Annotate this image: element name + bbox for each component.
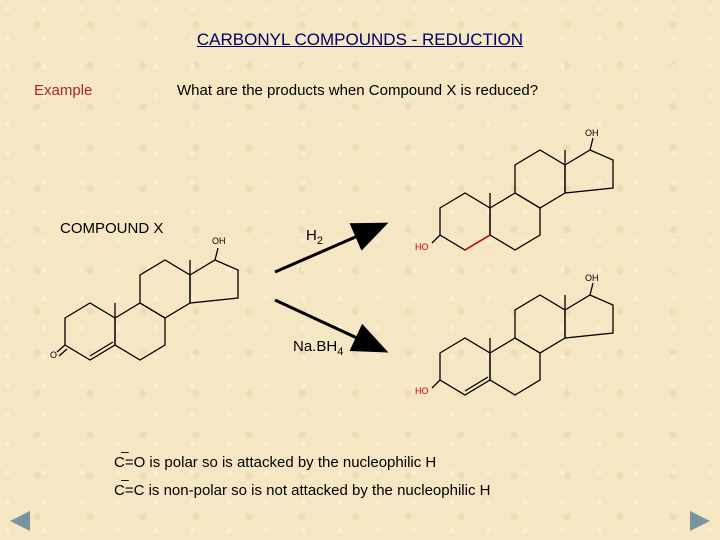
compound-x-o-label: O xyxy=(50,350,57,360)
reagent-nabh4-sub: 4 xyxy=(337,346,344,358)
arrow-h2 xyxy=(274,222,389,274)
example-label: Example xyxy=(34,82,93,99)
product-nabh4-oh-label: OH xyxy=(585,273,599,283)
product-nabh4-ho-label: HO xyxy=(415,386,429,396)
product-h2-oh-label: OH xyxy=(585,128,599,138)
product-h2-ho-label: HO xyxy=(415,242,429,252)
statement-nonpolar-text: C=C is non-polar so is not attacked by t… xyxy=(114,482,490,499)
reagent-h2-sub: 2 xyxy=(316,235,323,247)
slide-title: CARBONYL COMPOUNDS - REDUCTION xyxy=(196,30,524,49)
statement-polar-text: C=O is polar so is attacked by the nucle… xyxy=(114,454,436,471)
previous-slide-button[interactable] xyxy=(10,511,30,531)
arrow-nabh4 xyxy=(274,298,389,353)
reagent-nabh4-main: Na.BH xyxy=(293,338,338,355)
statement-nonpolar: C=C is non-polar so is not attacked by t… xyxy=(114,482,490,499)
product-h2-structure xyxy=(431,137,614,251)
reagent-h2: H2 xyxy=(306,227,323,247)
compound-x-oh-label: OH xyxy=(212,236,226,246)
compound-x-structure xyxy=(56,247,239,361)
statement-polar: C=O is polar so is attacked by the nucle… xyxy=(114,454,436,471)
question-text: What are the products when Compound X is… xyxy=(177,82,539,99)
product-h2-reduced-bond xyxy=(464,234,491,251)
next-slide-button[interactable] xyxy=(690,511,710,531)
reagent-h2-main: H xyxy=(306,227,317,244)
reagent-nabh4: Na.BH4 xyxy=(293,338,343,358)
compound-x-label: COMPOUND X xyxy=(60,220,164,237)
product-nabh4-structure xyxy=(431,282,614,396)
